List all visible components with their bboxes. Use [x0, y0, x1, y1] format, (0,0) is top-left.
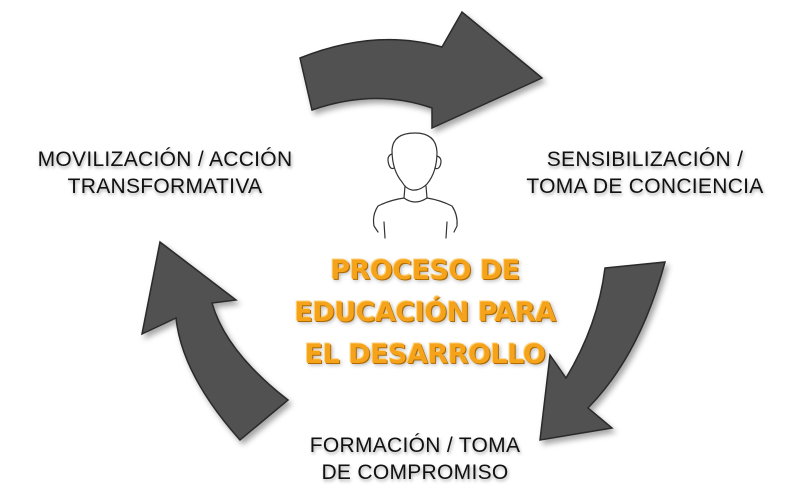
arrow-left-icon	[140, 240, 290, 442]
stage-label-line: TOMA DE CONCIENCIA	[526, 175, 764, 198]
stage-label-line: MOVILIZACIÓN / ACCIÓN	[37, 148, 293, 171]
arrow-top-icon	[299, 10, 544, 130]
center-title-line: EDUCACIÓN PARA	[294, 297, 556, 328]
center-title: PROCESO DE EDUCACIÓN PARA EL DESARROLLO	[285, 250, 565, 376]
stage-label-awareness: SENSIBILIZACIÓN / TOMA DE CONCIENCIA	[490, 146, 798, 200]
stage-label-line: FORMACIÓN / TOMA	[309, 434, 521, 457]
stage-label-line: SENSIBILIZACIÓN /	[546, 148, 744, 171]
stage-label-line: DE COMPROMISO	[321, 461, 509, 484]
stage-label-mobilization: MOVILIZACIÓN / ACCIÓN TRANSFORMATIVA	[0, 146, 330, 200]
arrow-right-icon	[539, 261, 667, 441]
center-title-line: EL DESARROLLO	[304, 339, 546, 370]
stage-label-commitment: FORMACIÓN / TOMA DE COMPROMISO	[255, 432, 575, 486]
person-sketch-icon	[372, 132, 458, 239]
center-title-line: PROCESO DE	[330, 255, 520, 286]
stage-label-line: TRANSFORMATIVA	[67, 175, 263, 198]
